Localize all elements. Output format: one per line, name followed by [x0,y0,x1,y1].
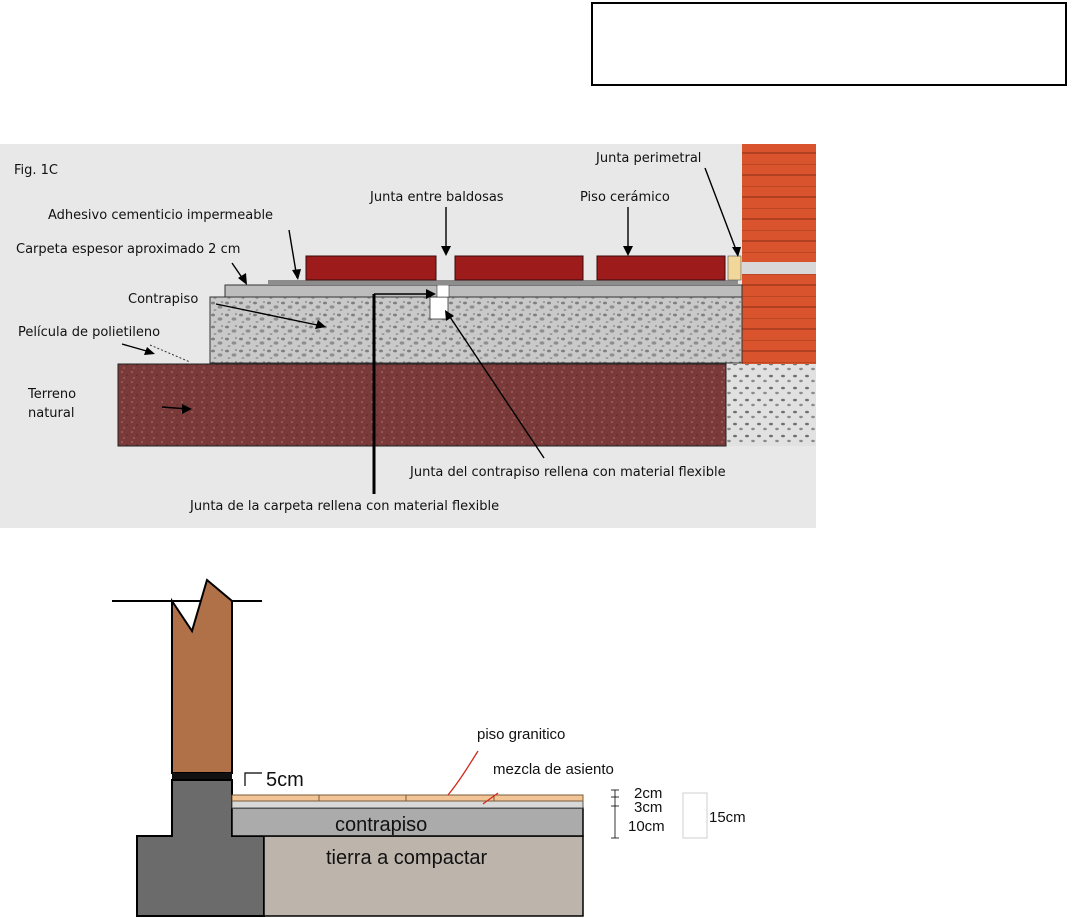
contrapiso-layer [209,296,743,364]
label-piso-granitico: piso granitico [477,726,565,743]
brick-mortar-joint [742,262,816,274]
figure-2: 5cm piso granitico mezcla de asiento con… [112,578,746,917]
label-contrapiso-2: contrapiso [335,814,427,836]
label-5cm: 5cm [266,769,304,791]
gravel-fill [726,364,816,446]
leader-mezcla [482,792,499,805]
polyethylene-film-line [149,344,191,363]
perimeter-joint-fill [727,255,742,281]
dimension-marks [611,789,619,839]
label-junta-entre-baldosas: Junta entre baldosas [369,190,504,205]
label-junta-contrapiso: Junta del contrapiso rellena con materia… [409,465,726,480]
leader-lines [121,167,739,459]
ceramic-tile-2 [454,255,584,281]
leader-piso-granitico [447,750,479,796]
label-contrapiso: Contrapiso [128,292,198,307]
five-cm-bracket [244,772,262,786]
dimension-bracket-15cm [682,792,708,839]
label-15cm: 15cm [709,809,746,826]
arrowheads [144,246,741,414]
label-2cm: 2cm [634,785,662,802]
brick-wall [742,144,816,364]
label-carpeta: Carpeta espesor aproximado 2 cm [16,242,240,257]
ceramic-tile-1 [305,255,437,281]
tierra-layer [263,835,584,917]
label-adhesivo: Adhesivo cementicio impermeable [48,208,273,223]
carpeta-joint [436,284,450,298]
ceramic-tile-3 [596,255,726,281]
carpeta-layer [224,284,743,298]
terreno-natural-layer [117,363,727,447]
label-10cm: 10cm [628,818,665,835]
adhesivo-layer [268,280,738,285]
piso-granitico-layer [231,794,584,802]
arrowhead-junta-carpeta [426,289,436,299]
label-junta-carpeta: Junta de la carpeta rellena con material… [189,499,499,514]
mezcla-layer [231,800,584,809]
label-piso-ceramico: Piso cerámico [580,190,670,205]
contrapiso-joint [429,296,449,320]
label-junta-perimetral: Junta perimetral [595,151,701,166]
label-terreno-2: natural [28,406,74,421]
contrapiso-layer-2 [231,807,584,837]
brick-wall-section [171,578,233,774]
empty-text-box [591,2,1067,86]
label-3cm: 3cm [634,799,662,816]
label-terreno-1: Terreno [27,387,76,402]
label-pelicula: Película de polietileno [18,325,160,340]
damp-proof-course [172,773,232,780]
label-mezcla: mezcla de asiento [493,761,614,778]
figure-1c: Fig. 1C Junta perimetral Junta entre bal… [0,144,816,528]
label-tierra: tierra a compactar [326,847,488,869]
fig-label: Fig. 1C [14,163,58,178]
